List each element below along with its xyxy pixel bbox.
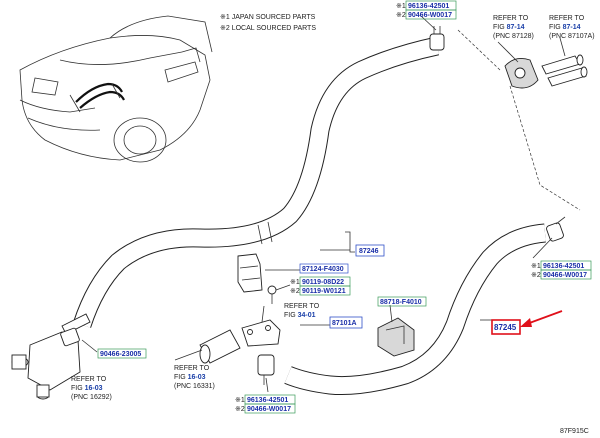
leader-lines xyxy=(81,14,581,393)
callout-right-clamp[interactable]: ※1 96136-42501 ※2 90466-W0017 xyxy=(531,260,592,280)
link-fig-87-14-b: 87-14 xyxy=(563,24,581,31)
svg-text:87101A: 87101A xyxy=(332,320,357,327)
svg-text:FIG 34-01: FIG 34-01 xyxy=(284,312,316,319)
callout-bracket-87124[interactable]: 87124-F4030 xyxy=(299,263,349,274)
svg-text:REFER TO: REFER TO xyxy=(549,15,585,22)
ref-pnc-16331[interactable]: REFER TO FIG 16-03 (PNC 16331) xyxy=(174,365,215,390)
clamp-right[interactable] xyxy=(546,216,566,242)
hose-87245[interactable] xyxy=(284,223,547,396)
svg-text:(PNC 87107A): (PNC 87107A) xyxy=(549,33,595,40)
svg-text:87245: 87245 xyxy=(494,323,517,332)
bc-clamp-part-1: 96136-42501 xyxy=(247,397,288,404)
callout-hose-87246[interactable]: 87246 xyxy=(355,244,385,257)
svg-text:※1: ※1 xyxy=(531,263,541,270)
ref-fig-34-01[interactable]: REFER TO FIG 34-01 xyxy=(284,303,320,319)
callout-clamp-88718[interactable]: 88718-F4010 xyxy=(377,296,427,307)
bracket-87124-part[interactable] xyxy=(237,253,277,304)
callout-clip-90466-23005[interactable]: 90466-23005 xyxy=(97,348,147,359)
callout-bottom-clamp[interactable]: ※1 96136-42501 ※2 90466-W0017 xyxy=(235,394,296,414)
svg-text:REFER TO: REFER TO xyxy=(493,15,529,22)
svg-text:88718-F4010: 88718-F4010 xyxy=(380,299,422,306)
bc-clamp-part-2: 90466-W0017 xyxy=(247,406,291,413)
svg-text:※2: ※2 xyxy=(531,272,541,279)
clamp-top-right[interactable] xyxy=(429,26,445,51)
figure-code: 87F915C xyxy=(560,428,589,435)
svg-text:87246: 87246 xyxy=(359,248,379,255)
callout-hose-87245[interactable]: 87245 xyxy=(491,319,521,335)
svg-text:FIG 16-03: FIG 16-03 xyxy=(174,374,206,381)
svg-text:87124-F4030: 87124-F4030 xyxy=(302,266,344,273)
link-fig-34-01: 34-01 xyxy=(298,312,316,319)
tr-clamp-part-1: 96136-42501 xyxy=(408,3,449,10)
svg-text:(PNC 16292): (PNC 16292) xyxy=(71,394,112,401)
callout-bolts-90119[interactable]: ※1 90119-08D22 ※2 90119-W0121 xyxy=(290,276,351,296)
svg-text:REFER TO: REFER TO xyxy=(174,365,210,372)
svg-text:(PNC 16331): (PNC 16331) xyxy=(174,383,215,390)
vehicle-front-illustration xyxy=(19,15,213,163)
rc-clamp-part-2: 90466-W0017 xyxy=(543,272,587,279)
ref-pnc-87128[interactable]: REFER TO FIG 87-14 (PNC 87128) xyxy=(493,15,534,40)
svg-text:REFER TO: REFER TO xyxy=(71,376,107,383)
clamp-88718-part[interactable] xyxy=(377,317,415,357)
svg-text:90466-23005: 90466-23005 xyxy=(100,351,141,358)
link-fig-16-03-a: 16-03 xyxy=(188,374,206,381)
svg-text:FIG 87-14: FIG 87-14 xyxy=(493,24,525,31)
rc-clamp-part-1: 96136-42501 xyxy=(543,263,584,270)
note-local-sourced: ※2 LOCAL SOURCED PARTS xyxy=(220,25,316,32)
heater-unit-pipes xyxy=(504,54,588,89)
tr-clamp-part-2: 90466-W0017 xyxy=(408,12,452,19)
clip-90466-23005-part[interactable] xyxy=(60,327,80,347)
callout-top-right-clamp[interactable]: ※1 96136-42501 ※2 90466-W0017 xyxy=(396,0,457,20)
ref-pnc-16292[interactable]: REFER TO FIG 16-03 (PNC 16292) xyxy=(71,376,112,401)
svg-text:FIG 16-03: FIG 16-03 xyxy=(71,385,103,392)
mount-bracket-part xyxy=(241,305,281,347)
svg-text:※1: ※1 xyxy=(235,397,245,404)
svg-text:REFER TO: REFER TO xyxy=(284,303,320,310)
ref-pnc-87107a[interactable]: REFER TO FIG 87-14 (PNC 87107A) xyxy=(549,15,595,40)
bolt-part-2: 90119-W0121 xyxy=(302,288,346,295)
note-japan-sourced: ※1 JAPAN SOURCED PARTS xyxy=(220,14,316,21)
hose-87246[interactable] xyxy=(72,36,440,329)
clamp-bottom-center[interactable] xyxy=(257,354,275,385)
pnc-16331-hose-end xyxy=(199,329,241,364)
callout-hose-87101a[interactable]: 87101A xyxy=(329,316,363,329)
svg-text:※1: ※1 xyxy=(290,279,300,286)
link-fig-16-03-b: 16-03 xyxy=(85,385,103,392)
bolt-part-1: 90119-08D22 xyxy=(302,279,344,286)
highlight-arrow-icon xyxy=(520,310,563,327)
svg-text:※2: ※2 xyxy=(235,406,245,413)
mark-2: ※2 xyxy=(396,12,406,19)
svg-text:※2: ※2 xyxy=(290,288,300,295)
link-fig-87-14-a: 87-14 xyxy=(507,24,525,31)
mark-1: ※1 xyxy=(396,3,406,10)
svg-text:(PNC 87128): (PNC 87128) xyxy=(493,33,534,40)
svg-text:FIG 87-14: FIG 87-14 xyxy=(549,24,581,31)
